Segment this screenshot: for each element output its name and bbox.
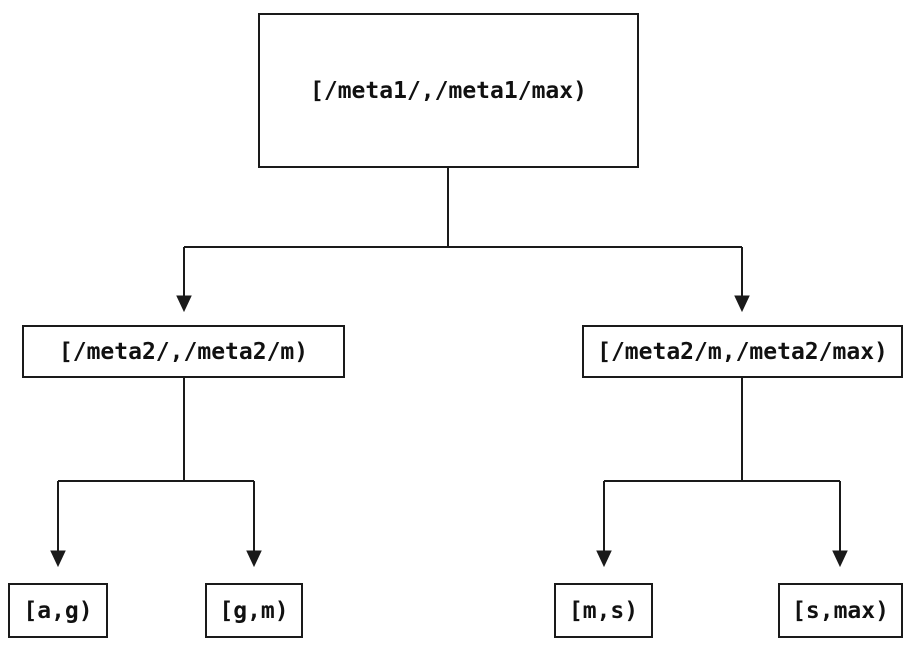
arrowhead-down-icon xyxy=(50,550,66,568)
tree-node-leaf-g-m: [g,m) xyxy=(205,583,303,638)
edge-line xyxy=(603,378,841,552)
arrowhead-down-icon xyxy=(246,550,262,568)
edge-root-to-level2 xyxy=(176,168,750,313)
tree-node-meta2-left-range: [/meta2/,/meta2/m) xyxy=(22,325,345,378)
arrowhead-down-icon xyxy=(832,550,848,568)
arrowhead-down-icon xyxy=(734,295,750,313)
arrowhead-down-icon xyxy=(176,295,192,313)
edge-right-to-leaves xyxy=(596,378,848,568)
tree-node-meta2-right-range: [/meta2/m,/meta2/max) xyxy=(582,325,903,378)
arrowhead-down-icon xyxy=(596,550,612,568)
edge-line xyxy=(183,168,743,297)
edge-left-to-leaves xyxy=(50,378,262,568)
tree-node-leaf-m-s: [m,s) xyxy=(554,583,653,638)
tree-node-leaf-s-max: [s,max) xyxy=(778,583,903,638)
tree-node-leaf-a-g: [a,g) xyxy=(8,583,108,638)
tree-node-root-meta1-range: [/meta1/,/meta1/max) xyxy=(258,13,639,168)
edge-line xyxy=(57,378,255,552)
